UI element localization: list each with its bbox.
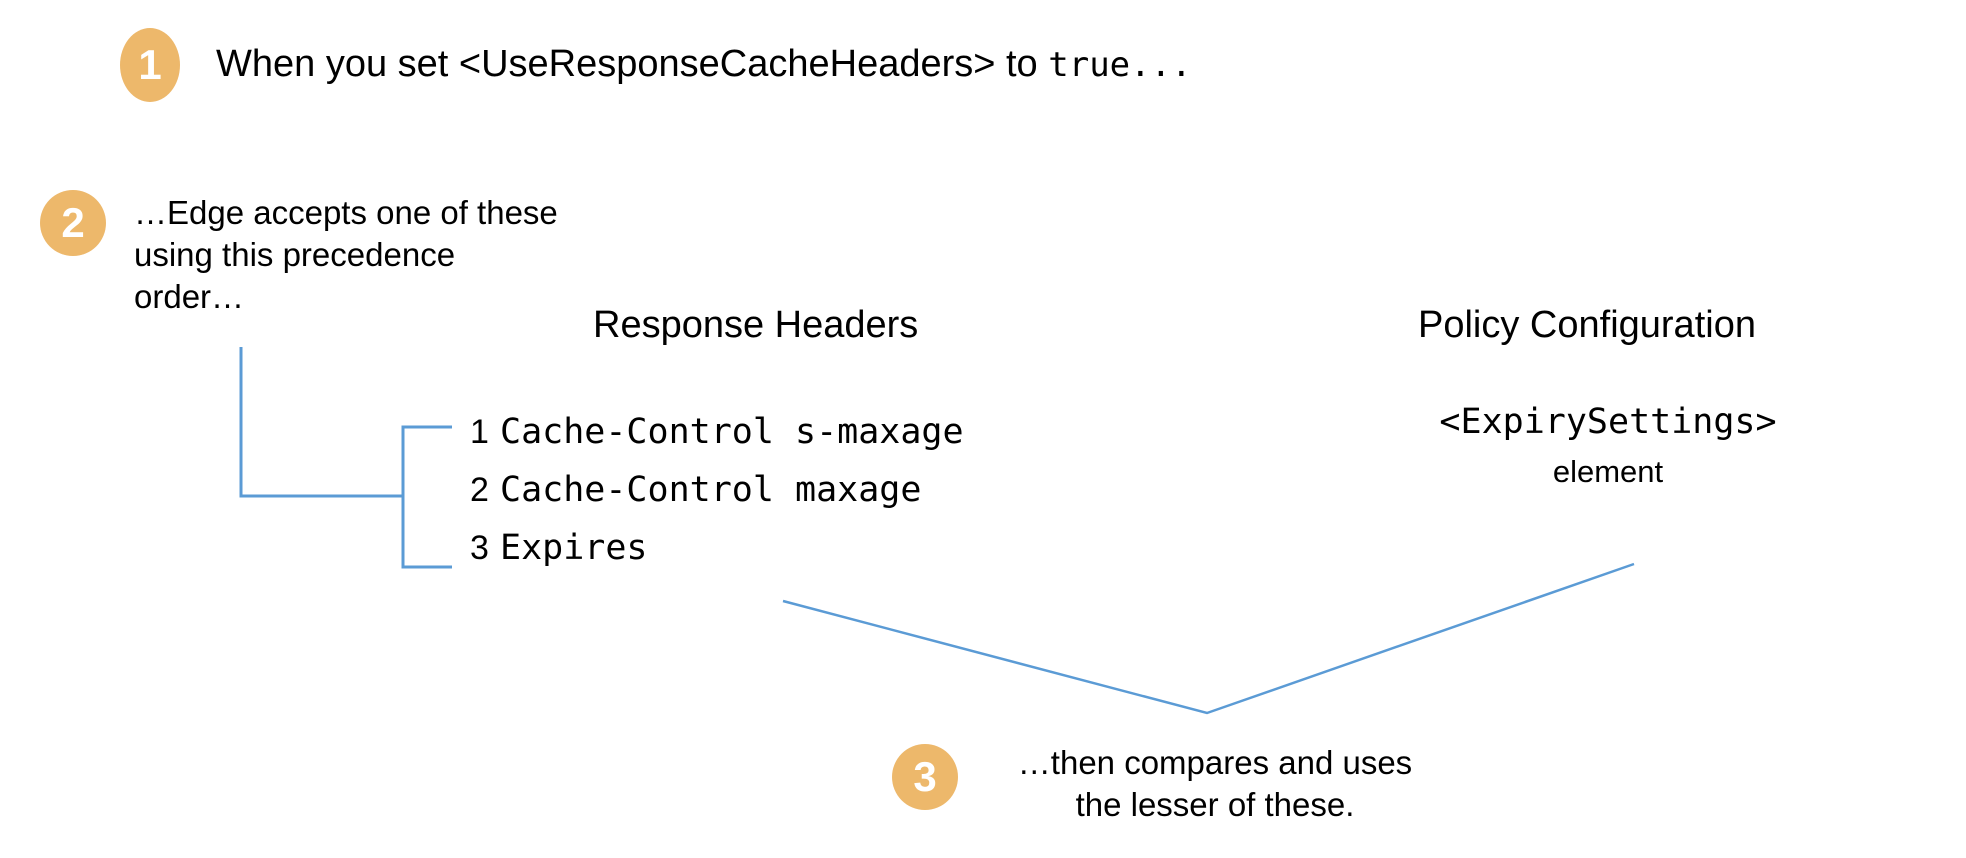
step-2-text: …Edge accepts one of these using this pr…	[134, 192, 634, 319]
step-3-line-1: …then compares and uses	[1017, 744, 1413, 781]
list-item-number: 1	[470, 413, 489, 451]
policy-configuration-body: <ExpirySettings> element	[1418, 400, 1798, 492]
list-item-number: 2	[470, 471, 489, 509]
expiry-settings-element-suffix: element	[1552, 453, 1664, 489]
list-item-value: Cache-Control s-maxage	[500, 412, 964, 452]
step-1-text-value: true...	[1048, 45, 1192, 85]
step-2-line-2: using this precedence	[134, 236, 456, 274]
step-2-line-3: order…	[134, 278, 245, 316]
response-headers-heading: Response Headers	[593, 304, 919, 346]
policy-configuration-heading: Policy Configuration	[1418, 304, 1756, 346]
list-item: 2 Cache-Control maxage	[470, 470, 964, 528]
connector-step2-elbow	[239, 347, 404, 498]
connector-list-bracket	[401, 425, 452, 569]
step-badge-2: 2	[40, 190, 106, 256]
list-item: 3 Expires	[470, 528, 964, 586]
list-item: 1 Cache-Control s-maxage	[470, 412, 964, 470]
step-1-text: When you set <UseResponseCacheHeaders> t…	[216, 42, 1192, 88]
step-badge-1: 1	[120, 28, 180, 102]
step-2-line-1: …Edge accepts one of these	[134, 194, 558, 231]
expiry-settings-element-name: <ExpirySettings>	[1439, 402, 1777, 442]
step-badge-3: 3	[892, 744, 958, 810]
list-item-value: Cache-Control maxage	[500, 470, 922, 510]
list-item-value: Expires	[500, 528, 648, 568]
connector-compare-v	[782, 562, 1635, 715]
step-1-text-prefix: When you set <UseResponseCacheHeaders> t…	[216, 43, 1049, 85]
response-headers-list: 1 Cache-Control s-maxage 2 Cache-Control…	[470, 412, 964, 586]
step-3-text: …then compares and uses the lesser of th…	[980, 742, 1450, 826]
step-3-line-2: the lesser of these.	[1075, 785, 1355, 823]
list-item-number: 3	[470, 529, 489, 567]
